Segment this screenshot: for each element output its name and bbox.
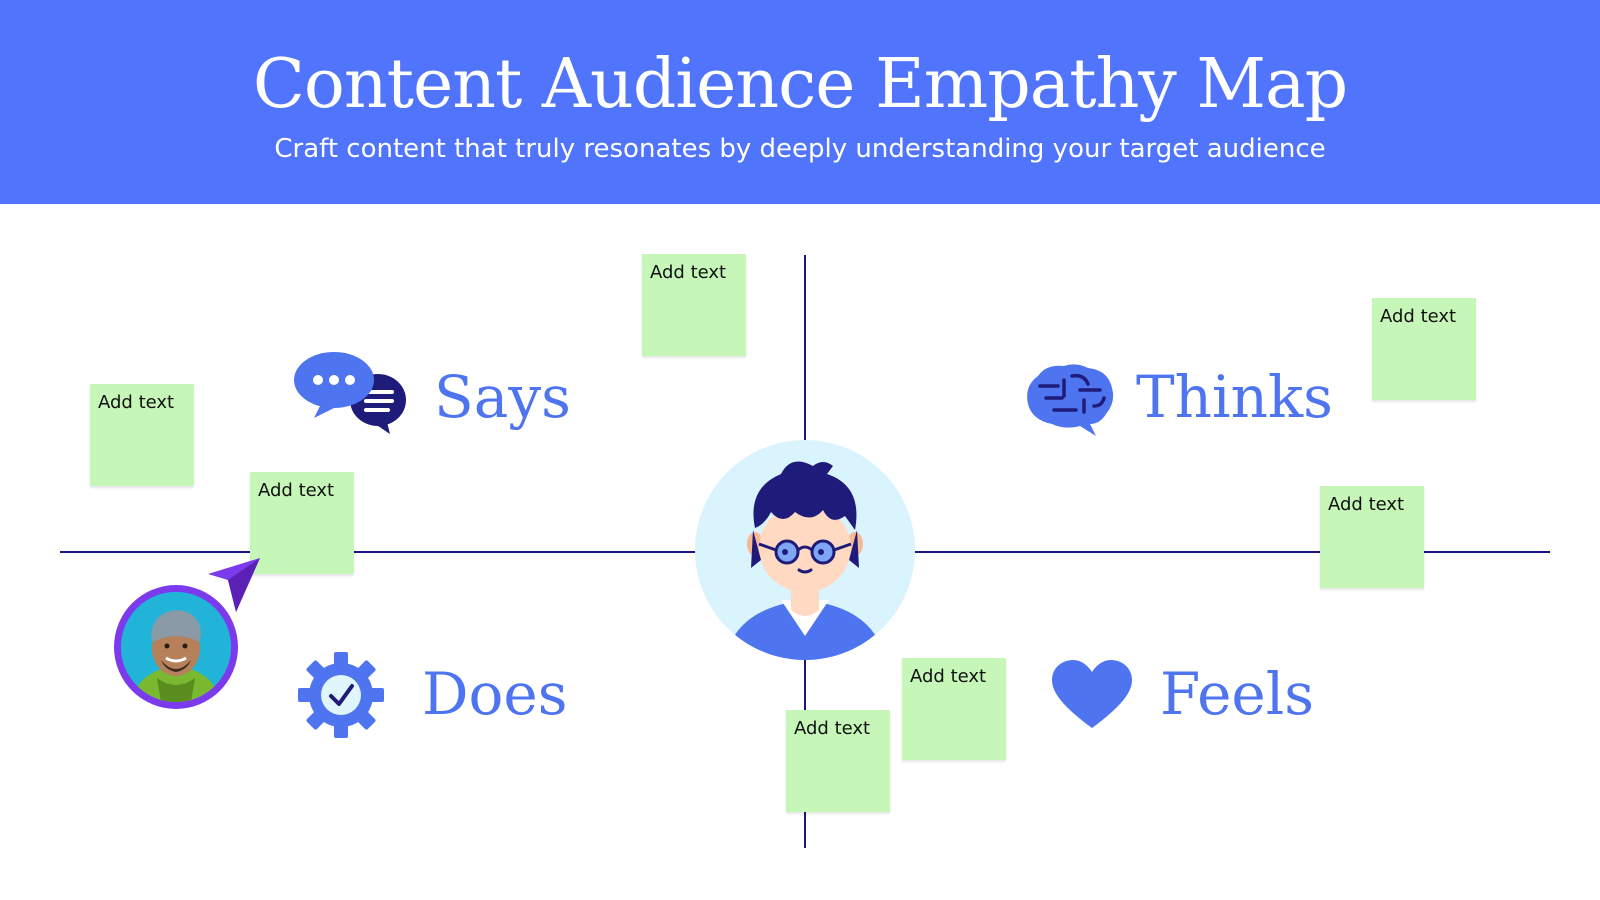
- quadrant-label-does: Does: [422, 660, 568, 728]
- gear-check-icon: [298, 652, 384, 738]
- sticky-note[interactable]: Add text: [250, 472, 354, 574]
- sticky-note[interactable]: Add text: [1320, 486, 1424, 588]
- pointer-cursor-icon: [208, 558, 260, 612]
- speech-bubbles-icon: [294, 352, 406, 434]
- brain-icon: [1027, 364, 1114, 436]
- quadrant-label-says: Says: [434, 363, 571, 431]
- sticky-note[interactable]: Add text: [1372, 298, 1476, 400]
- horizontal-divider-right: [914, 551, 1550, 553]
- horizontal-divider-left: [60, 551, 696, 553]
- heart-icon: [1052, 660, 1132, 728]
- page-subtitle: Craft content that truly resonates by de…: [274, 134, 1326, 164]
- sticky-note[interactable]: Add text: [642, 254, 746, 356]
- collaborator-avatar[interactable]: [114, 585, 238, 709]
- vertical-divider-top: [804, 255, 806, 441]
- collaborator-photo: [121, 592, 231, 702]
- quadrant-label-thinks: Thinks: [1136, 363, 1333, 431]
- quadrant-label-feels: Feels: [1160, 660, 1315, 728]
- sticky-note[interactable]: Add text: [902, 658, 1006, 760]
- header-banner: Content Audience Empathy Map Craft conte…: [0, 0, 1600, 204]
- persona-avatar-icon: [725, 461, 885, 660]
- sticky-note[interactable]: Add text: [786, 710, 890, 812]
- sticky-note[interactable]: Add text: [90, 384, 194, 486]
- page-title: Content Audience Empathy Map: [252, 45, 1348, 124]
- persona-avatar: [695, 440, 915, 660]
- person-photo-icon: [121, 592, 231, 702]
